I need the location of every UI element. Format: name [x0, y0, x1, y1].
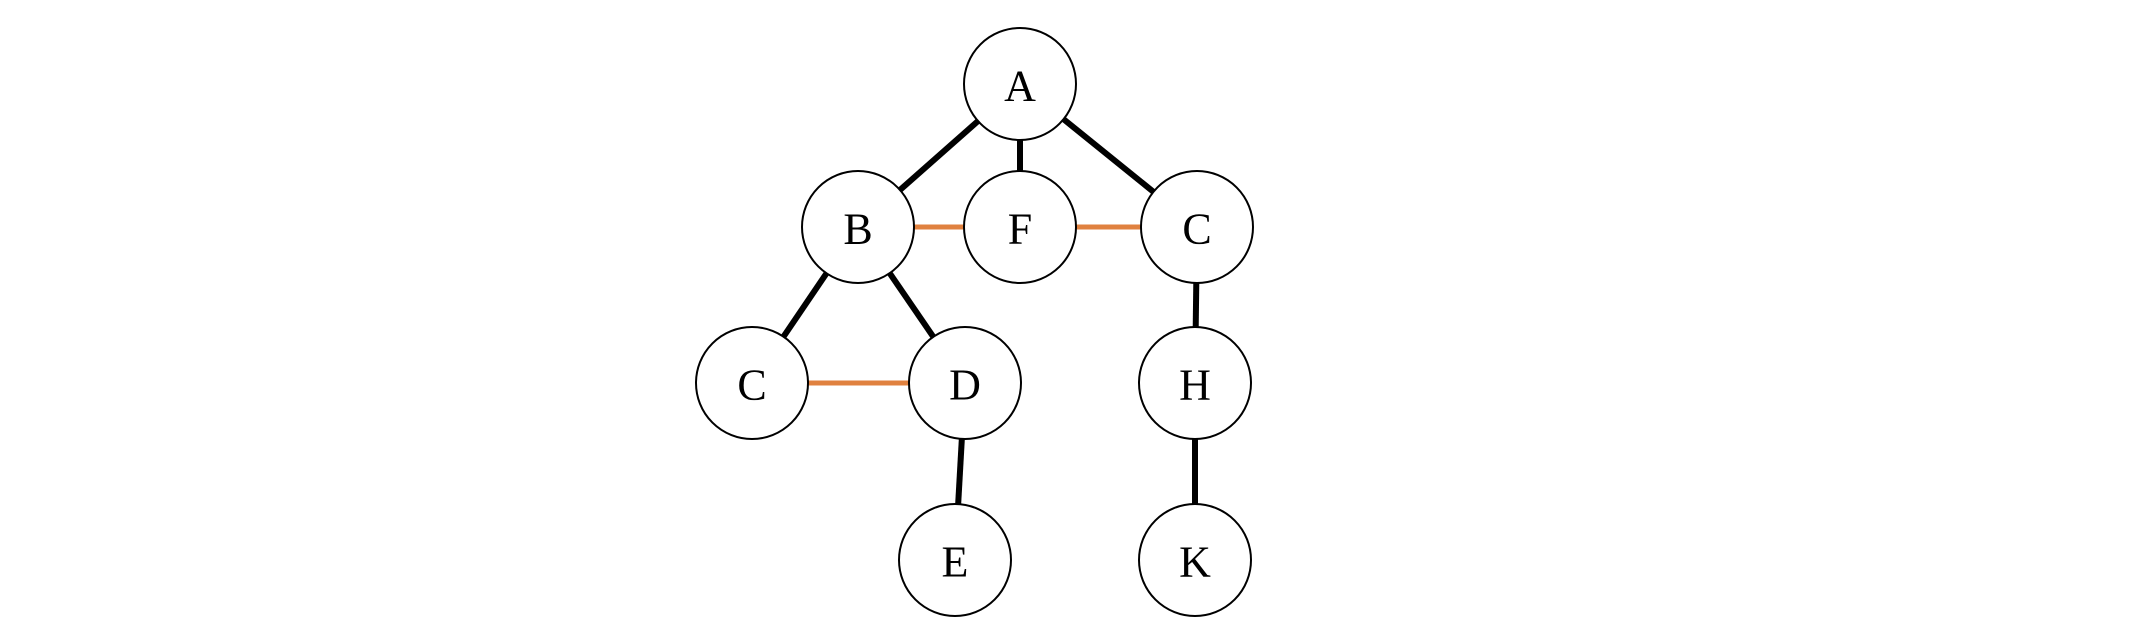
node-circle[interactable]	[695, 326, 809, 440]
node-label: E	[942, 538, 969, 587]
node-circle[interactable]	[1138, 326, 1252, 440]
node-circle[interactable]	[1140, 170, 1254, 284]
graph-node-n4[interactable]: C	[1140, 170, 1254, 284]
node-label: H	[1179, 361, 1211, 410]
node-circle[interactable]	[963, 170, 1077, 284]
graph-node-n1[interactable]: A	[963, 27, 1077, 141]
node-circle[interactable]	[898, 503, 1012, 617]
edges-layer	[780, 116, 1200, 506]
node-label: A	[1004, 62, 1036, 111]
edge-d-e	[955, 437, 965, 506]
edge-a-c	[1060, 116, 1157, 195]
edge-c-h	[1192, 281, 1200, 329]
edge-a-b	[897, 118, 981, 193]
node-label: C	[737, 361, 766, 410]
graph-node-n2[interactable]: B	[801, 170, 915, 284]
graph-node-n9[interactable]: K	[1138, 503, 1252, 617]
node-circle[interactable]	[908, 326, 1022, 440]
graph-node-n8[interactable]: E	[898, 503, 1012, 617]
graph-node-n3[interactable]: F	[963, 170, 1077, 284]
node-label: B	[843, 205, 872, 254]
graph-node-n5[interactable]: C	[695, 326, 809, 440]
node-label: D	[949, 361, 981, 410]
node-label: C	[1182, 205, 1211, 254]
node-label: F	[1008, 205, 1032, 254]
edge-b-d	[886, 270, 937, 340]
node-circle[interactable]	[1138, 503, 1252, 617]
node-label: K	[1179, 538, 1211, 587]
edge-b-c	[780, 270, 830, 340]
graph-node-n6[interactable]: D	[908, 326, 1022, 440]
node-circle[interactable]	[963, 27, 1077, 141]
nodes-layer: A B F C C D H E K	[695, 27, 1254, 617]
graph-node-n7[interactable]: H	[1138, 326, 1252, 440]
node-circle[interactable]	[801, 170, 915, 284]
